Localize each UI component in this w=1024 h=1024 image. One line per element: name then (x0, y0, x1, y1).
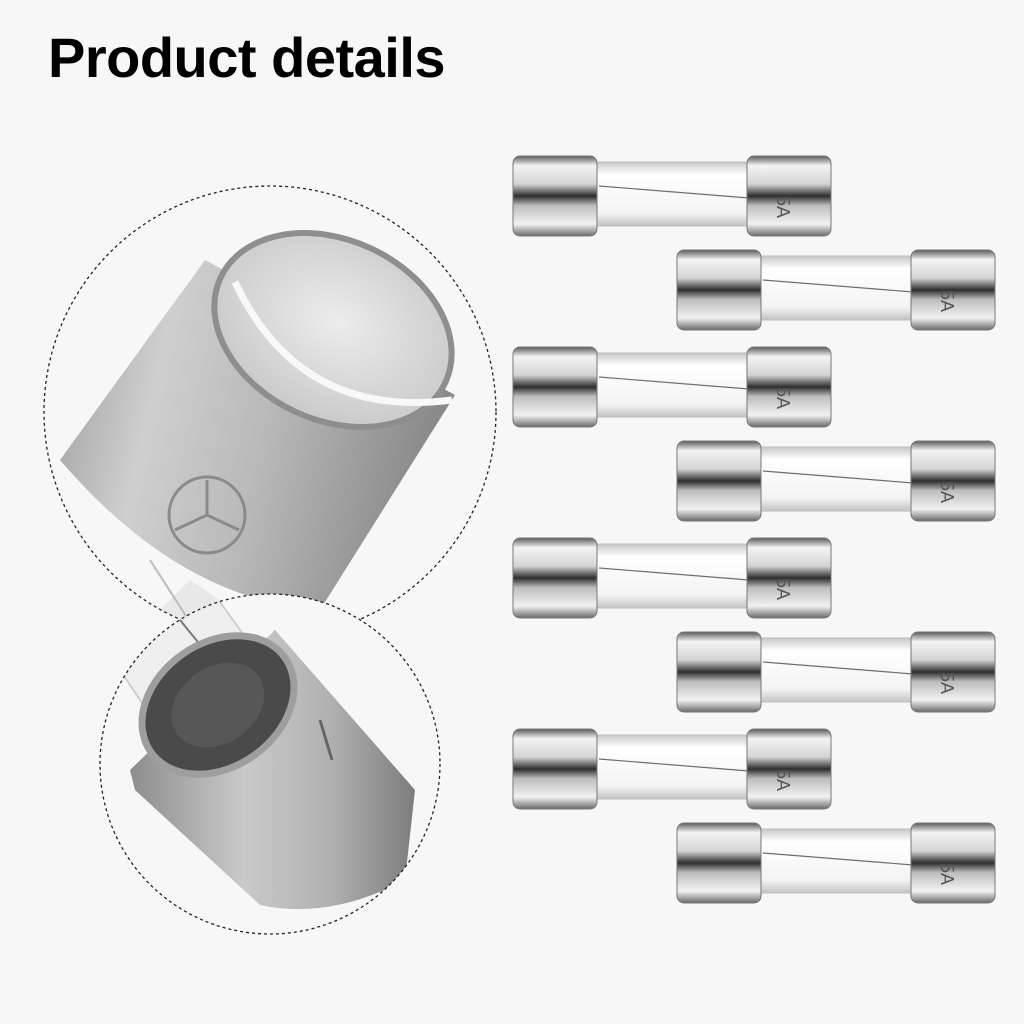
fuse-5: 5A (512, 537, 832, 619)
zoom-detail-cap-bottom (99, 593, 441, 935)
fuse-6: 5A (676, 631, 996, 713)
fuse-rating-label: 5A (773, 769, 793, 791)
fuse-rating-label: 5A (937, 863, 957, 885)
fuse-rating-label: 5A (937, 672, 957, 694)
fuse-7: 5A (512, 728, 832, 810)
zoom-detail-cap-top (43, 185, 497, 639)
fuse-rating-label: 5A (773, 578, 793, 600)
page-title: Product details (48, 26, 446, 89)
fuse-3: 5A (512, 346, 832, 428)
fuse-rating-label: 5A (773, 196, 793, 218)
fuse-8: 5A (676, 822, 996, 904)
fuse-rating-label: 5A (773, 387, 793, 409)
fuse-1: 5A (512, 155, 832, 237)
fuse-rating-label: 5A (937, 290, 957, 312)
fuse-4: 5A (676, 440, 996, 522)
fuse-stack: 5A 5A 5A 5A 5A 5A (512, 155, 996, 904)
fuse-rating-label: 5A (937, 481, 957, 503)
fuse-2: 5A (676, 249, 996, 331)
